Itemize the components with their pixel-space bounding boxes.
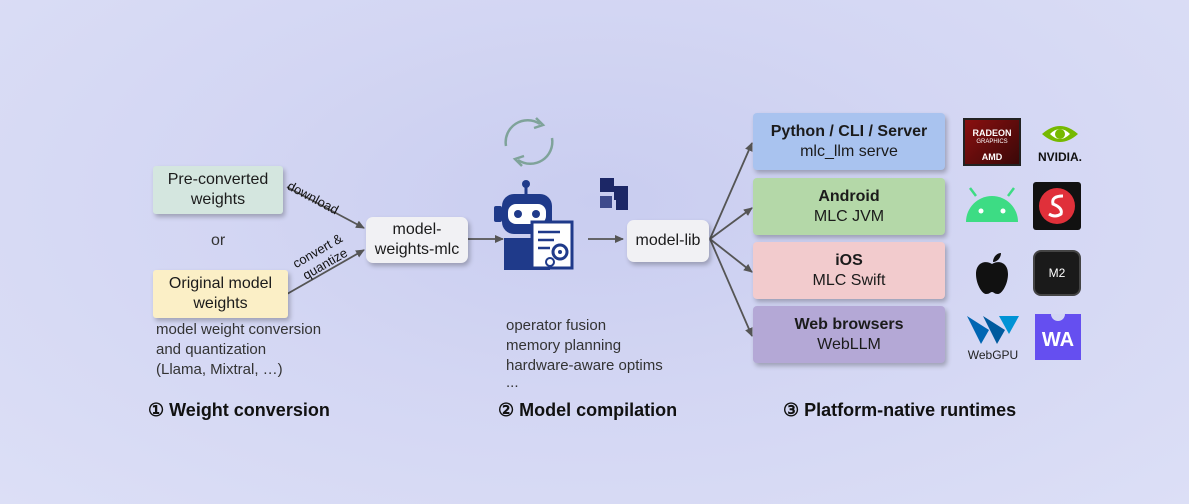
arrow-convert (286, 249, 365, 295)
runtime-python: Python / CLI / Server mlc_llm serve (753, 113, 945, 170)
runtime-python-title: Python / CLI / Server (770, 122, 928, 140)
nvidia-logo-icon: NVIDIA. (1030, 118, 1090, 166)
model-weights-mlc-box: model- weights-mlc (366, 217, 468, 263)
compilation-note-line2: memory planning (506, 337, 622, 354)
runtime-web-sub: WebLLM (817, 335, 881, 353)
radeon-graphics: GRAPHICS (976, 139, 1008, 145)
compilation-note: operator fusion memory planning hardware… (506, 316, 663, 390)
radeon-logo-icon: RADEON GRAPHICS AMD (963, 118, 1021, 166)
runtime-android-title: Android (818, 187, 880, 205)
model-lib-label: model-lib (635, 232, 701, 249)
arrow-download (286, 186, 365, 229)
conversion-note-line2: and quantization (156, 341, 267, 358)
runtime-android-sub: MLC JVM (813, 207, 885, 225)
runtime-ios: iOS MLC Swift (753, 242, 945, 299)
conversion-note-line3: (Llama, Mixtral, …) (156, 361, 283, 378)
step3-title: ③ Platform-native runtimes (783, 400, 1017, 420)
android-logo-icon (966, 187, 1018, 222)
compilation-note-line1: operator fusion (506, 317, 607, 334)
preconverted-line1: Pre-converted (167, 171, 269, 188)
conversion-note-line1: model weight conversion (156, 321, 322, 338)
radeon-word: RADEON (972, 128, 1012, 138)
or-label: or (211, 232, 226, 249)
webgpu-word: WebGPU (967, 348, 1019, 362)
webgpu-logo-icon: WebGPU (962, 314, 1024, 364)
step1-title: ① Weight conversion (148, 400, 330, 420)
refresh-cycle-icon (504, 117, 554, 167)
arrow-lib-to-web (709, 238, 753, 337)
compilation-note-line4: ... (506, 374, 519, 391)
weights-mlc-line2: weights-mlc (374, 241, 460, 258)
radeon-amd: AMD (981, 152, 1003, 162)
tvm-logo-icon (600, 178, 628, 210)
runtime-android: Android MLC JVM (753, 178, 945, 235)
wa-label: WA (1041, 329, 1075, 351)
compiler-robot-icon (494, 180, 574, 270)
arrow-lib-to-android (709, 207, 753, 240)
original-weights-box: Original model weights (153, 270, 288, 318)
apple-logo-icon (976, 253, 1008, 294)
m2-label: M2 (1048, 266, 1066, 280)
model-lib-box: model-lib (627, 220, 709, 262)
arrow-lib-to-ios (709, 238, 753, 273)
runtime-web: Web browsers WebLLM (753, 306, 945, 363)
step2-title: ② Model compilation (498, 400, 678, 420)
webassembly-logo-icon: WA (1035, 314, 1081, 360)
nvidia-word: NVIDIA. (1037, 150, 1082, 164)
runtime-python-sub: mlc_llm serve (800, 142, 898, 160)
preconverted-weights-box: Pre-converted weights (153, 166, 283, 214)
preconverted-line2: weights (190, 191, 246, 208)
arrow-lib-to-python (709, 142, 753, 240)
apple-m2-chip-icon: M2 (1035, 252, 1079, 294)
runtime-web-title: Web browsers (794, 315, 904, 333)
weights-mlc-line1: model- (392, 221, 442, 238)
conversion-note: model weight conversion and quantization… (156, 320, 321, 380)
compilation-note-line3: hardware-aware optims (506, 357, 663, 374)
snapdragon-logo-icon (1033, 182, 1081, 230)
original-line2: weights (193, 295, 248, 312)
runtime-ios-title: iOS (835, 251, 863, 269)
runtime-ios-sub: MLC Swift (812, 271, 886, 289)
original-line1: Original model (168, 275, 273, 292)
